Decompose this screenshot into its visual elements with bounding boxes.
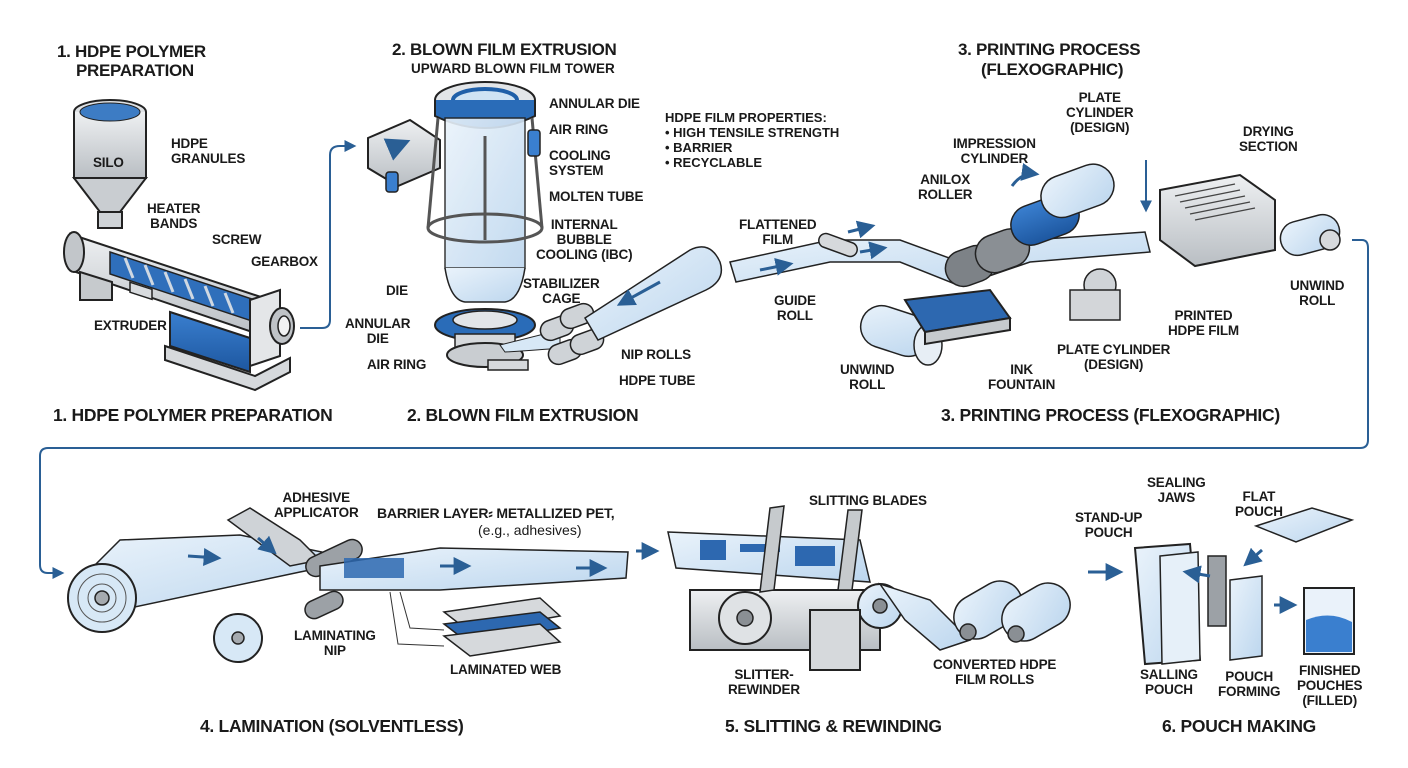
stage-1-caption: 1. HDPE POLYMER PREPARATION	[53, 405, 333, 425]
stage-3-title-line-1: 3. PRINTING PROCESS	[958, 40, 1141, 59]
film-properties-box: HDPE FILM PROPERTIES: • HIGH TENSILE STR…	[665, 110, 839, 170]
label-hdpe-granules: HDPE GRANULES	[171, 136, 246, 166]
label-heater-bands: HEATER BANDS	[147, 201, 201, 231]
stage-3-title-line-2: (FLEXOGRAPHIC)	[981, 60, 1124, 79]
label-extruder: EXTRUDER	[94, 318, 167, 333]
label-unwind-roll-right: UNWIND ROLL	[1290, 278, 1345, 308]
label-slitter-rewinder: SLITTER- REWINDER	[728, 667, 800, 697]
label-guide-roll: GUIDE ROLL	[774, 293, 816, 323]
label-drying-section: DRYING SECTION	[1239, 124, 1298, 154]
label-unwind-roll-left: UNWIND ROLL	[840, 362, 895, 392]
label-plate-cylinder-bottom: PLATE CYLINDER (DESIGN)	[1057, 342, 1171, 372]
label-slitting-blades: SLITTING BLADES	[809, 493, 927, 508]
film-property-item: • RECYCLABLE	[665, 155, 762, 170]
label-barrier-note: (e.g., adhesives)	[478, 522, 582, 538]
stage-4-caption: 4. LAMINATION (SOLVENTLESS)	[200, 716, 464, 736]
stage-3-caption: 3. PRINTING PROCESS (FLEXOGRAPHIC)	[941, 405, 1280, 425]
label-die: DIE	[386, 283, 408, 298]
label-nip-rolls: NIP ROLLS	[621, 347, 691, 362]
stage-6-caption: 6. POUCH MAKING	[1162, 716, 1316, 736]
label-hdpe-tube: HDPE TUBE	[619, 373, 696, 388]
stage-5-slitting-illustration	[667, 505, 1071, 671]
label-finished-pouches: FINISHED POUCHES (FILLED)	[1297, 663, 1363, 708]
label-silo: SILO	[93, 155, 124, 170]
label-stabilizer-cage: STABILIZER CAGE	[523, 276, 600, 306]
stage-1-title-line-2: PREPARATION	[76, 61, 194, 80]
label-annular-die-top: ANNULAR DIE	[549, 96, 640, 111]
label-cooling-system: COOLING SYSTEM	[549, 148, 611, 178]
film-property-item: • HIGH TENSILE STRENGTH	[665, 125, 840, 140]
label-barrier-layer: BARRIER LAYER⸗ METALLIZED PET,	[377, 505, 615, 521]
label-molten-tube: MOLTEN TUBE	[549, 189, 644, 204]
stage-1-extruder-illustration	[63, 99, 295, 392]
stage-3-printing-illustration	[729, 160, 1341, 366]
label-converted-rolls: CONVERTED HDPE FILM ROLLS	[933, 657, 1057, 687]
label-gearbox: GEARBOX	[251, 254, 318, 269]
label-air-ring-top: AIR RING	[549, 122, 609, 137]
label-plate-cylinder-top: PLATE CYLINDER (DESIGN)	[1066, 90, 1134, 135]
stage-5-caption: 5. SLITTING & REWINDING	[725, 716, 942, 736]
label-ink-fountain: INK FOUNTAIN	[988, 362, 1056, 392]
label-printed-hdpe-film: PRINTED HDPE FILM	[1168, 308, 1239, 338]
label-laminated-web: LAMINATED WEB	[450, 662, 562, 677]
label-laminating-nip: LAMINATING NIP	[294, 628, 376, 658]
film-properties-heading: HDPE FILM PROPERTIES:	[665, 110, 827, 125]
label-annular-die: ANNULAR DIE	[345, 316, 411, 346]
label-flat-pouch: FLAT POUCH	[1235, 489, 1283, 519]
label-sealing-jaws: SEALING JAWS	[1147, 475, 1206, 505]
label-standup-pouch: STAND-UP POUCH	[1075, 510, 1143, 540]
label-screw: SCREW	[212, 232, 262, 247]
label-internal-bubble-cooling: INTERNAL BUBBLE COOLING (IBC)	[536, 217, 633, 262]
film-property-item: • BARRIER	[665, 140, 733, 155]
stage-2-subtitle: UPWARD BLOWN FILM TOWER	[411, 61, 615, 76]
label-adhesive-applicator: ADHESIVE APPLICATOR	[274, 490, 359, 520]
stage-1-title-line-1: 1. HDPE POLYMER	[57, 42, 206, 61]
label-flattened-film: FLATTENED FILM	[739, 217, 817, 247]
stage-4-lamination-illustration	[67, 507, 629, 663]
stage-2-caption: 2. BLOWN FILM EXTRUSION	[407, 405, 639, 425]
stage-2-title: 2. BLOWN FILM EXTRUSION	[392, 40, 617, 59]
flow-connector-3-4	[39, 239, 1369, 579]
flow-connector-1-2	[300, 140, 357, 329]
label-salling-pouch: SALLING POUCH	[1140, 667, 1198, 697]
label-anilox-roller: ANILOX ROLLER	[918, 172, 973, 202]
label-impression-cylinder: IMPRESSION CYLINDER	[953, 136, 1036, 166]
stage-2-blown-film-illustration	[367, 81, 723, 371]
label-air-ring: AIR RING	[367, 357, 427, 372]
label-pouch-forming: POUCH FORMING	[1218, 669, 1281, 699]
stage-6-pouch-illustration	[1133, 507, 1355, 666]
